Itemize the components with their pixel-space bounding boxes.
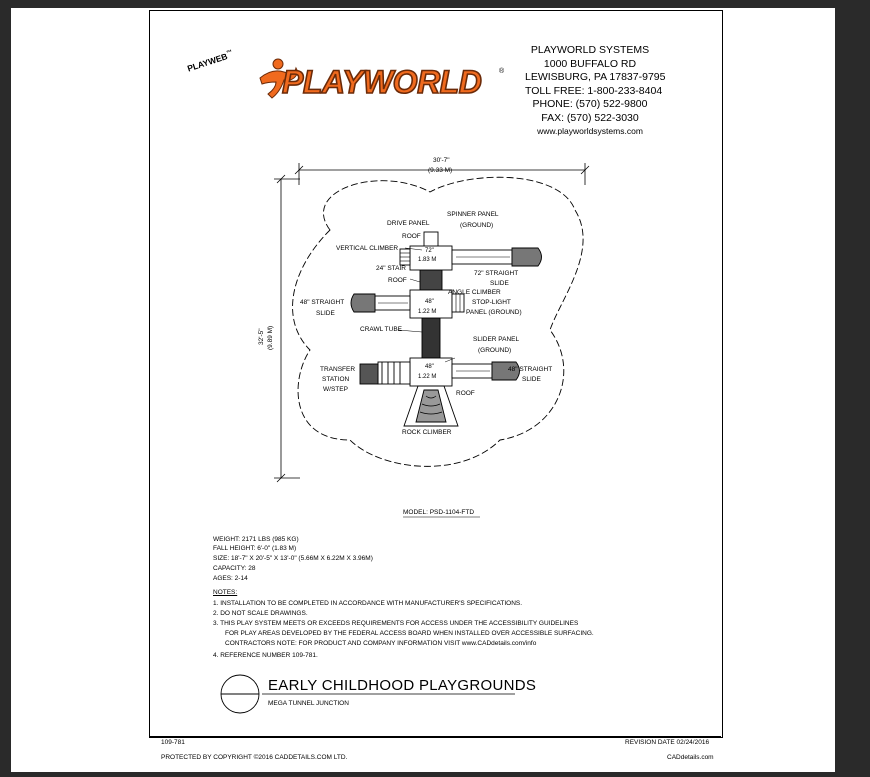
deck1-height-m: 1.83 M [418, 257, 437, 263]
label-slider-panel-ground: (GROUND) [478, 347, 512, 354]
label-roof-bottom: ROOF [456, 390, 475, 397]
footer-divider [149, 736, 721, 737]
note-2: 2. DO NOT SCALE DRAWINGS. [213, 610, 308, 617]
label-roof-mid: ROOF [388, 277, 407, 284]
spec-capacity: CAPACITY: 28 [213, 565, 256, 572]
label-rock-climber: ROCK CLIMBER [402, 429, 452, 436]
width-dimension-ft: 30'-7" [433, 157, 450, 164]
playworld-figure-icon [259, 58, 299, 99]
label-angle-climber: ANGLE CLIMBER [448, 289, 501, 296]
spec-size: SIZE: 18'-7" X 20'-5" X 13'-0" (5.66M X … [213, 555, 373, 562]
company-address1: 1000 BUFFALO RD [543, 57, 637, 70]
label-roof-top: ROOF [402, 233, 421, 240]
label-slider-panel: SLIDER PANEL [473, 336, 520, 343]
deck3-height-m: 1.22 M [418, 374, 437, 380]
model-number: MODEL: PSD-1104-FTD [403, 509, 475, 516]
note-4: 4. REFERENCE NUMBER 109-781. [213, 652, 318, 659]
deck3-height-ft: 48" [425, 364, 434, 370]
note-1: 1. INSTALLATION TO BE COMPLETED IN ACCOR… [213, 600, 523, 607]
drawing-border [149, 10, 723, 738]
company-address: PLAYWORLD SYSTEMS 1000 BUFFALO RD LEWISB… [525, 44, 666, 139]
playworld-wordmark: PLAYWORLD [281, 63, 482, 101]
depth-dimension-m: (9.89 M) [267, 325, 274, 350]
notes-heading: NOTES: [213, 589, 238, 596]
label-72-slide-2: SLIDE [490, 280, 509, 287]
company-tollfree: TOLL FREE: 1-800-233-8404 [525, 84, 663, 97]
footer-site: CADdetails.com [667, 754, 714, 761]
footer-reference: 109-781 [161, 739, 185, 746]
note-3a: 3. THIS PLAY SYSTEM MEETS OR EXCEEDS REQ… [213, 620, 579, 627]
footer-revision-date: REVISION DATE 02/24/2016 [625, 739, 710, 746]
spec-ages: AGES: 2-14 [213, 575, 248, 582]
deck2-height-m: 1.22 M [418, 309, 437, 315]
label-48-slide-right-2: SLIDE [522, 376, 541, 383]
note-3c: CONTRACTORS NOTE: FOR PRODUCT AND COMPAN… [225, 640, 537, 647]
company-phone: PHONE: (570) 522-9800 [532, 98, 648, 110]
label-72-slide: 72" STRAIGHT [474, 270, 519, 277]
label-transfer-step: W/STEP [323, 386, 348, 393]
label-48-slide-right: 48" STRAIGHT [508, 366, 553, 373]
label-spinner-panel: SPINNER PANEL [447, 211, 499, 218]
registered-mark: ® [499, 68, 505, 75]
note-3b: FOR PLAY AREAS DEVELOPED BY THE FEDERAL … [225, 630, 594, 637]
drawing-subtitle: MEGA TUNNEL JUNCTION [268, 700, 349, 707]
label-stair: 24" STAIR [376, 265, 407, 272]
footer-copyright: PROTECTED BY COPYRIGHT ©2016 CADDETAILS.… [161, 754, 348, 761]
company-address2: LEWISBURG, PA 17837-9795 [525, 71, 666, 83]
label-48-slide-left-2: SLIDE [316, 310, 335, 317]
label-transfer-station: STATION [322, 376, 350, 383]
company-fax: FAX: (570) 522-3030 [541, 111, 639, 124]
label-stop-light: STOP-LIGHT [472, 299, 511, 306]
deck1-height-ft: 72" [425, 248, 434, 254]
label-transfer: TRANSFER [320, 366, 356, 373]
label-drive-panel: DRIVE PANEL [387, 220, 430, 227]
label-vertical-climber: VERTICAL CLIMBER [336, 245, 399, 252]
company-name: PLAYWORLD SYSTEMS [530, 44, 650, 56]
label-spinner-panel-ground: (GROUND) [460, 222, 494, 229]
label-stop-light-panel: PANEL (GROUND) [466, 309, 522, 316]
spec-fall-height: FALL HEIGHT: 6'-0" (1.83 M) [213, 545, 297, 552]
label-crawl-tube: CRAWL TUBE [360, 326, 403, 333]
width-dimension-m: (9.33 M) [428, 167, 453, 174]
deck2-height-ft: 48" [425, 299, 434, 305]
label-48-slide-left: 48" STRAIGHT [300, 299, 345, 306]
depth-dimension-ft: 32'-5" [258, 328, 265, 345]
spec-weight: WEIGHT: 2171 LBS (985 KG) [213, 536, 299, 543]
playworld-logo: PLAYWEB™ PLAYWORLD ® [186, 49, 506, 110]
company-website: www.playworldsystems.com [537, 126, 643, 136]
drawing-title: EARLY CHILDHOOD PLAYGROUNDS [268, 677, 537, 694]
